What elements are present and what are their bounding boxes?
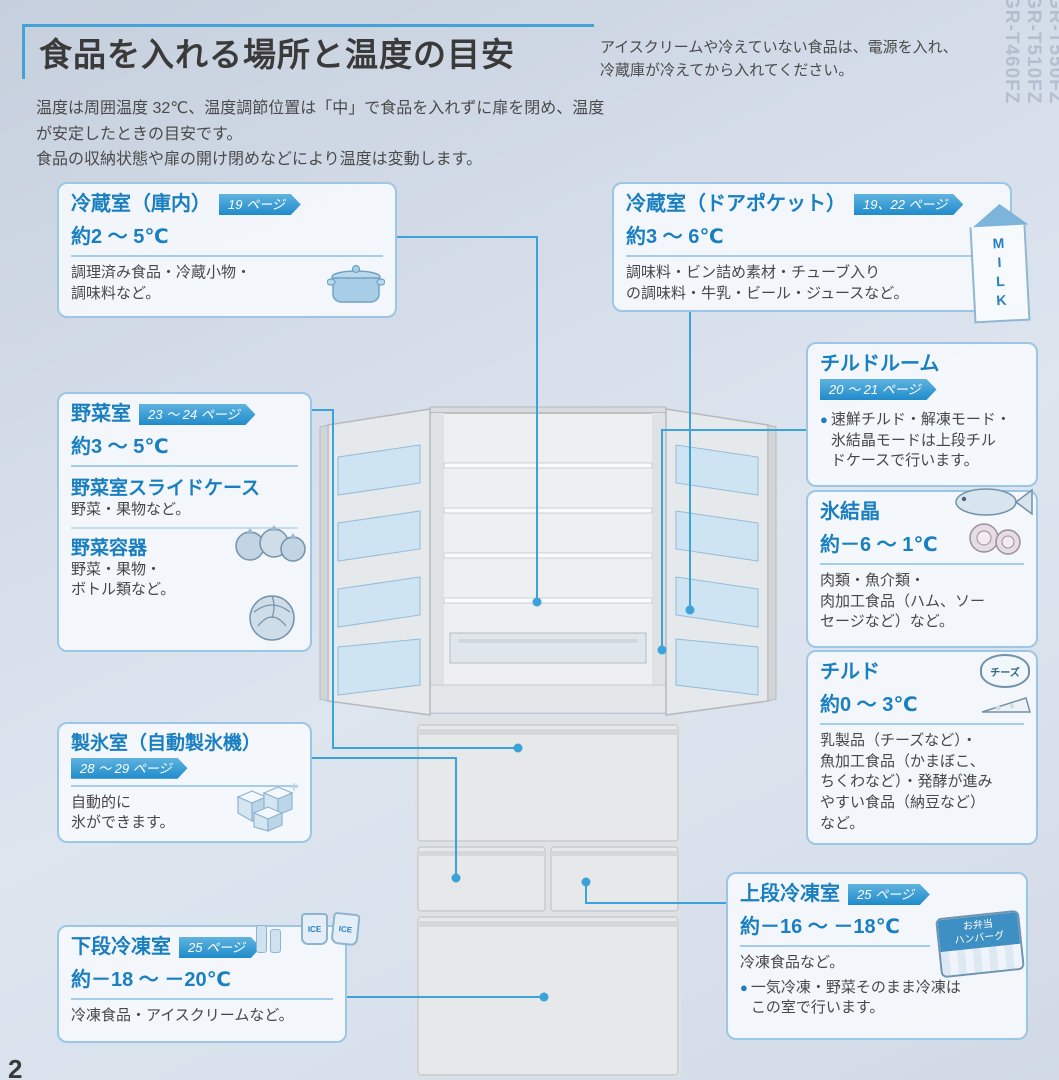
callout-title: チルドルーム [820, 353, 940, 375]
ghost-model-numbers: GR-T600FZ GR-T550FZ GR-T510FZ GR-T460FZ [1001, 0, 1059, 105]
callout-desc: 肉類・魚介類・ 肉加工食品（ハム、ソー セージなど）など。 [820, 572, 986, 631]
page-tag: 25 ページ [179, 937, 261, 958]
milk-carton-top [971, 202, 1029, 228]
callout-desc: 調味料・ビン詰め素材・チューブ入り の調味料・牛乳・ビール・ジュースなど。 [626, 264, 909, 302]
slide-case-title: 野菜室スライドケース [71, 478, 261, 499]
callout-title: 氷結晶 [820, 501, 880, 523]
temperature-range: 約－6 ～ 1℃ [820, 525, 1024, 565]
bento-box-icon: お弁当 ハンバーグ [935, 909, 1025, 979]
milk-label: MILK [989, 234, 1010, 312]
page-tag: 20 ～ 21 ページ [820, 379, 937, 400]
callout-title: 上段冷凍室 [740, 883, 840, 905]
callout-title: 下段冷凍室 [71, 936, 171, 958]
slide-case-desc: 野菜・果物など。 [71, 501, 191, 518]
temperature-range: 約－18 ～ －20℃ [71, 960, 333, 1000]
page-tag: 19 ページ [219, 194, 301, 215]
milk-carton-icon: MILK [969, 224, 1031, 324]
callout-door-pocket: 冷蔵室（ドアポケット） 19、22 ページ 約3 ～ 6℃ 調味料・ビン詰め素材… [612, 182, 1012, 312]
callout-vegetable-room: 野菜室 23 ～ 24 ページ 約3 ～ 5℃ 野菜室スライドケース 野菜・果物… [57, 392, 312, 652]
callout-chilled: チルド 約0 ～ 3℃ 乳製品（チーズなど）・ 魚加工食品（かまぼこ、 ちくわな… [806, 650, 1038, 845]
temperature-range: 約－16 ～ －18℃ [740, 907, 930, 947]
temperature-range: 約3 ～ 5℃ [71, 427, 298, 467]
callout-fridge-interior: 冷蔵室（庫内） 19 ページ 約2 ～ 5℃ 調理済み食品・冷蔵小物・ 調味料な… [57, 182, 397, 318]
callout-title: 冷蔵室（ドアポケット） [626, 193, 846, 215]
temperature-range: 約2 ～ 5℃ [71, 217, 383, 257]
callout-ice-maker: 製氷室（自動製氷機） 28 ～ 29 ページ 自動的に 氷ができます。 [57, 722, 312, 843]
callout-lower-freezer: ICE ICE 下段冷凍室 25 ページ 約－18 ～ －20℃ 冷凍食品・アイ… [57, 911, 361, 1043]
bullet-icon: ● [820, 412, 828, 427]
cabbage-icon [249, 595, 295, 641]
ice-cup-label: ICE [301, 913, 328, 945]
callout-bullet-text: 一気冷凍・野菜そのまま冷凍は この室で行います。 [750, 978, 961, 1017]
callout-chilled-room: チルドルーム 20 ～ 21 ページ ● 速鮮チルド・解凍モード・ 氷結晶モード… [806, 342, 1038, 487]
ice-cubes-icon [236, 783, 298, 832]
callout-desc: 冷凍食品など。 [740, 954, 845, 971]
page-title: 食品を入れる場所と温度の目安 [39, 36, 515, 73]
page-tag: 28 ～ 29 ページ [71, 758, 188, 779]
fish-icon [955, 488, 1033, 555]
container-title: 野菜容器 [71, 537, 148, 559]
container-desc: 野菜・果物・ ボトル類など。 [71, 560, 176, 599]
ice-cream-cups-icon: ICE ICE [301, 911, 361, 947]
cheese-icon: チーズ [980, 654, 1032, 721]
title-block: 食品を入れる場所と温度の目安 [22, 24, 594, 80]
page-tag: 25 ページ [848, 884, 930, 905]
refrigerator-illustration [319, 406, 777, 1077]
popsicles-icon [256, 925, 281, 953]
callout-desc: 乳製品（チーズなど）・ 魚加工食品（かまぼこ、 ちくわなど）・発酵が進み やすい… [820, 732, 993, 832]
top-note: アイスクリームや冷えていない食品は、電源を入れ、 冷蔵庫が冷えてから入れてくださ… [600, 39, 958, 80]
pot-icon [327, 264, 385, 303]
page-number: 2 [8, 1054, 23, 1080]
page-tag: 19、22 ページ [854, 194, 963, 215]
cheese-label: チーズ [980, 654, 1030, 688]
tomatoes-icon [235, 525, 306, 562]
page-tag: 23 ～ 24 ページ [139, 404, 256, 425]
callout-title: 冷蔵室（庫内） [71, 193, 211, 215]
callout-desc: 冷凍食品・アイスクリームなど。 [71, 1007, 294, 1024]
intro-text: 温度は周囲温度 32℃、温度調節位置は「中」で食品を入れずに扉を閉め、温度が安定… [36, 100, 605, 169]
temperature-range: 約0 ～ 3℃ [820, 685, 1024, 725]
callout-desc: 自動的に 氷ができます。 [71, 793, 175, 832]
callout-bullet-text: 速鮮チルド・解凍モード・ 氷結晶モードは上段チル ドケースで行います。 [830, 411, 1011, 470]
callout-upper-freezer: 上段冷凍室 25 ページ 約－16 ～ －18℃ 冷凍食品など。 ● 一気冷凍・… [726, 872, 1028, 1040]
vegetable-container-section: 野菜容器 野菜・果物・ ボトル類など。 [71, 526, 298, 601]
temperature-range: 約3 ～ 6℃ [626, 217, 998, 257]
callout-title: チルド [820, 661, 880, 683]
callout-desc: 調理済み食品・冷蔵小物・ 調味料など。 [71, 264, 252, 302]
cheese-wedge-icon [981, 697, 1031, 713]
callout-title: 野菜室 [71, 403, 131, 425]
callout-title: 製氷室（自動製氷機） [71, 733, 262, 754]
bullet-icon: ● [740, 979, 748, 995]
ice-cup-label: ICE [330, 911, 361, 947]
callout-ice-crystal: 氷結晶 約－6 ～ 1℃ 肉類・魚介類・ 肉加工食品（ハム、ソー セージなど）な… [806, 488, 1038, 648]
